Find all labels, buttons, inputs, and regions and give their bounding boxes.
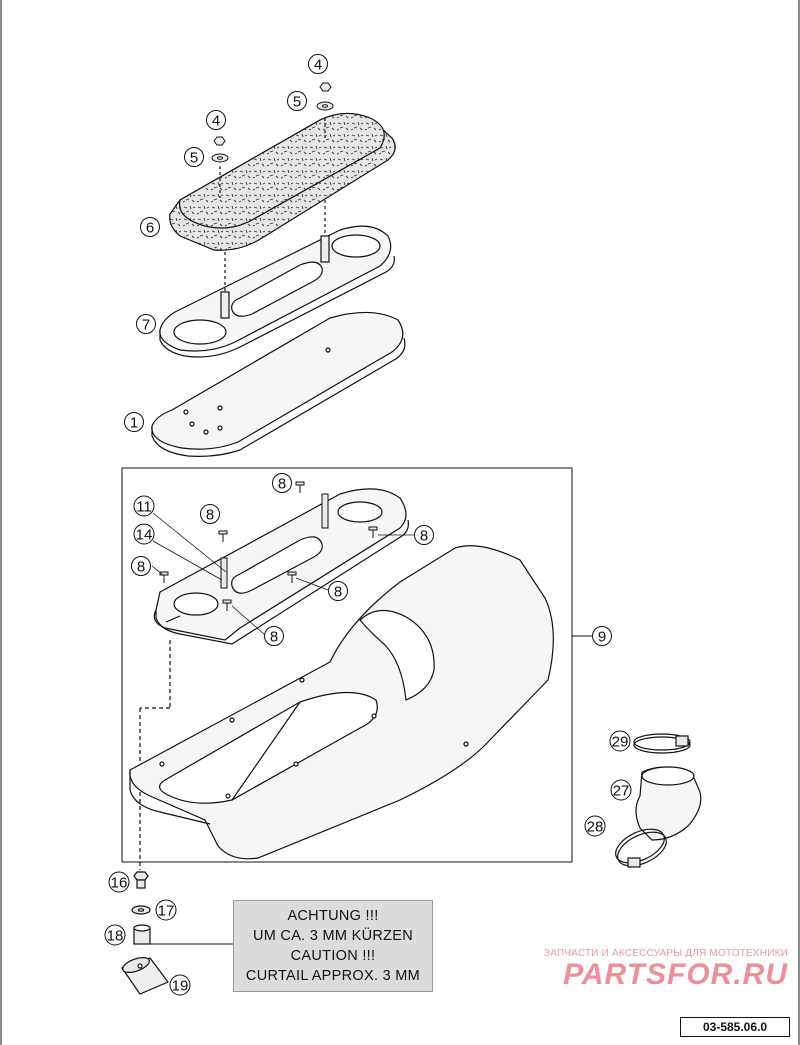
callout-4b: 4 bbox=[206, 110, 226, 130]
svg-text:28: 28 bbox=[587, 819, 604, 836]
note-line-1: ACHTUNG !!! bbox=[287, 908, 379, 924]
callout-8d: 8 bbox=[131, 556, 151, 576]
mounting-bracket bbox=[139, 488, 409, 870]
note-line-3: CAUTION !!! bbox=[290, 948, 376, 964]
svg-text:11: 11 bbox=[136, 499, 152, 516]
svg-text:4: 4 bbox=[212, 113, 220, 130]
svg-text:8: 8 bbox=[334, 584, 342, 601]
svg-text:5: 5 bbox=[190, 150, 198, 167]
svg-text:29: 29 bbox=[612, 734, 629, 751]
callout-11: 11 bbox=[133, 495, 155, 517]
drawing-reference: 03-585.06.0 bbox=[680, 1017, 790, 1037]
leader-lines bbox=[151, 512, 415, 635]
bottom-fasteners bbox=[121, 871, 169, 995]
air-filter-foam bbox=[169, 112, 396, 251]
callout-4a: 4 bbox=[308, 54, 328, 74]
hose-clamp-29 bbox=[633, 733, 691, 754]
svg-text:8: 8 bbox=[420, 528, 428, 545]
callout-28: 28 bbox=[584, 815, 606, 837]
svg-text:4: 4 bbox=[314, 57, 322, 74]
callout-8a: 8 bbox=[272, 473, 292, 493]
watermark-tagline: ЗАПЧАСТИ И АКСЕССУАРЫ ДЛЯ МОТОТЕХНИКИ bbox=[543, 948, 788, 959]
callout-16: 16 bbox=[108, 871, 130, 893]
svg-text:18: 18 bbox=[107, 928, 124, 945]
callout-8e: 8 bbox=[328, 581, 348, 601]
callout-8c: 8 bbox=[414, 525, 434, 545]
svg-text:8: 8 bbox=[137, 559, 145, 576]
callout-5a: 5 bbox=[287, 91, 307, 111]
filter-support-plate bbox=[159, 200, 395, 358]
callout-6: 6 bbox=[140, 217, 160, 237]
svg-text:14: 14 bbox=[136, 527, 153, 544]
svg-text:5: 5 bbox=[293, 94, 301, 111]
svg-text:8: 8 bbox=[270, 629, 278, 646]
callout-9: 9 bbox=[592, 626, 612, 646]
hose-clamp-28 bbox=[615, 828, 667, 868]
svg-text:6: 6 bbox=[146, 220, 154, 237]
svg-text:27: 27 bbox=[613, 783, 630, 800]
note-line-2: UM CA. 3 MM KÜRZEN bbox=[252, 928, 414, 944]
watermark-logo: PARTSFOR.RU bbox=[563, 958, 788, 991]
base-plate bbox=[151, 311, 406, 457]
callout-8f: 8 bbox=[264, 626, 284, 646]
callout-14: 14 bbox=[133, 523, 155, 545]
svg-text:7: 7 bbox=[142, 317, 150, 334]
callout-29: 29 bbox=[609, 730, 631, 752]
intake-rubber-boot bbox=[635, 766, 702, 841]
callout-19: 19 bbox=[169, 974, 191, 996]
caution-note: ACHTUNG !!! UM CA. 3 MM KÜRZEN CAUTION !… bbox=[233, 900, 433, 992]
callout-17: 17 bbox=[155, 899, 177, 921]
callout-8b: 8 bbox=[200, 504, 220, 524]
callout-1: 1 bbox=[124, 412, 144, 432]
nut-washer-top-left bbox=[211, 136, 229, 163]
callout-5b: 5 bbox=[184, 147, 204, 167]
svg-text:8: 8 bbox=[206, 507, 214, 524]
svg-text:19: 19 bbox=[172, 978, 189, 995]
svg-text:17: 17 bbox=[158, 903, 175, 920]
svg-text:8: 8 bbox=[278, 476, 286, 493]
watermark: ЗАПЧАСТИ И АКСЕССУАРЫ ДЛЯ МОТОТЕХНИКИ PA… bbox=[488, 948, 788, 991]
note-line-4: CURTAIL APPROX. 3 MM bbox=[245, 968, 421, 984]
svg-text:9: 9 bbox=[598, 629, 606, 646]
callout-18: 18 bbox=[104, 924, 126, 946]
bracket-screws bbox=[159, 481, 378, 611]
svg-text:1: 1 bbox=[130, 415, 138, 432]
air-box-housing bbox=[129, 545, 554, 860]
assembly-frame bbox=[121, 467, 573, 863]
callout-7: 7 bbox=[136, 314, 156, 334]
svg-text:16: 16 bbox=[111, 875, 128, 892]
callout-27: 27 bbox=[610, 779, 632, 801]
nut-washer-top-right bbox=[316, 82, 334, 111]
